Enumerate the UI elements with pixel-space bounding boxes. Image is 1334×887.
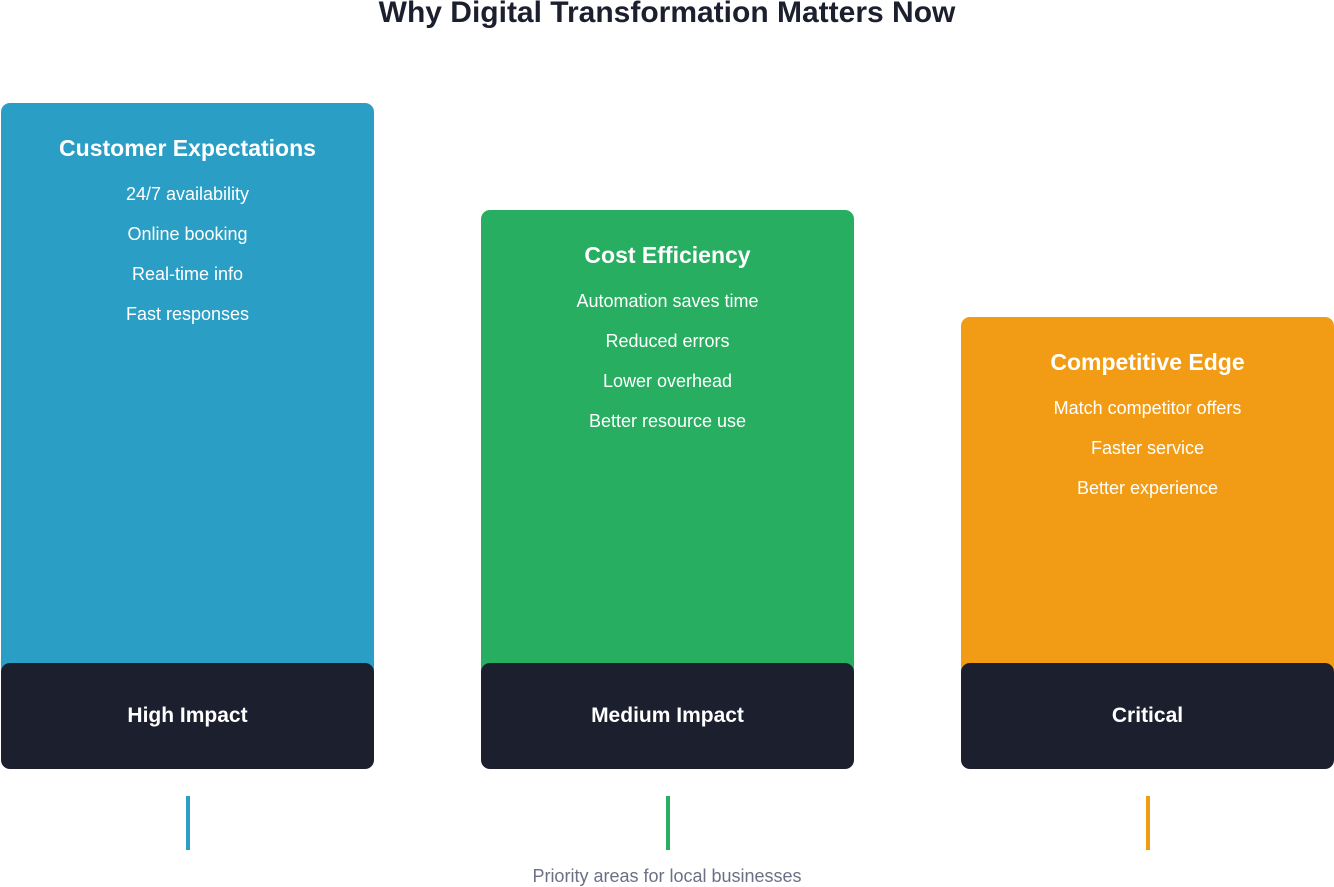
card-item: Reduced errors bbox=[605, 331, 730, 351]
card-title: Competitive Edge bbox=[1050, 349, 1245, 375]
tick-marker bbox=[1145, 796, 1150, 850]
card-cost-efficiency: Cost Efficiency Automation saves time Re… bbox=[481, 210, 854, 703]
caption: Priority areas for local businesses bbox=[532, 866, 802, 886]
card-item: Better resource use bbox=[588, 411, 747, 431]
tick-marker bbox=[665, 796, 670, 850]
card-items: 24/7 availability Online booking Real-ti… bbox=[1, 184, 374, 344]
impact-badge-high: High Impact bbox=[1, 663, 374, 769]
page-title: Why Digital Transformation Matters Now bbox=[378, 0, 956, 29]
card-item: 24/7 availability bbox=[125, 184, 250, 204]
card-items: Match competitor offers Faster service B… bbox=[961, 398, 1334, 518]
card-item: Better experience bbox=[1076, 478, 1219, 498]
impact-badge-critical: Critical bbox=[961, 663, 1334, 769]
card-item: Automation saves time bbox=[576, 291, 759, 311]
card-item: Faster service bbox=[1090, 438, 1205, 458]
card-title: Cost Efficiency bbox=[584, 242, 751, 268]
card-items: Automation saves time Reduced errors Low… bbox=[481, 291, 854, 451]
card-item: Real-time info bbox=[131, 264, 244, 284]
card-item: Online booking bbox=[127, 224, 248, 244]
card-competitive-edge: Competitive Edge Match competitor offers… bbox=[961, 317, 1334, 703]
card-item: Fast responses bbox=[125, 304, 250, 324]
card-customer-expectations: Customer Expectations 24/7 availability … bbox=[1, 103, 374, 703]
tick-marker bbox=[185, 796, 190, 850]
card-item: Lower overhead bbox=[602, 371, 733, 391]
impact-badge-medium: Medium Impact bbox=[481, 663, 854, 769]
card-item: Match competitor offers bbox=[1053, 398, 1242, 418]
card-title: Customer Expectations bbox=[59, 135, 316, 161]
